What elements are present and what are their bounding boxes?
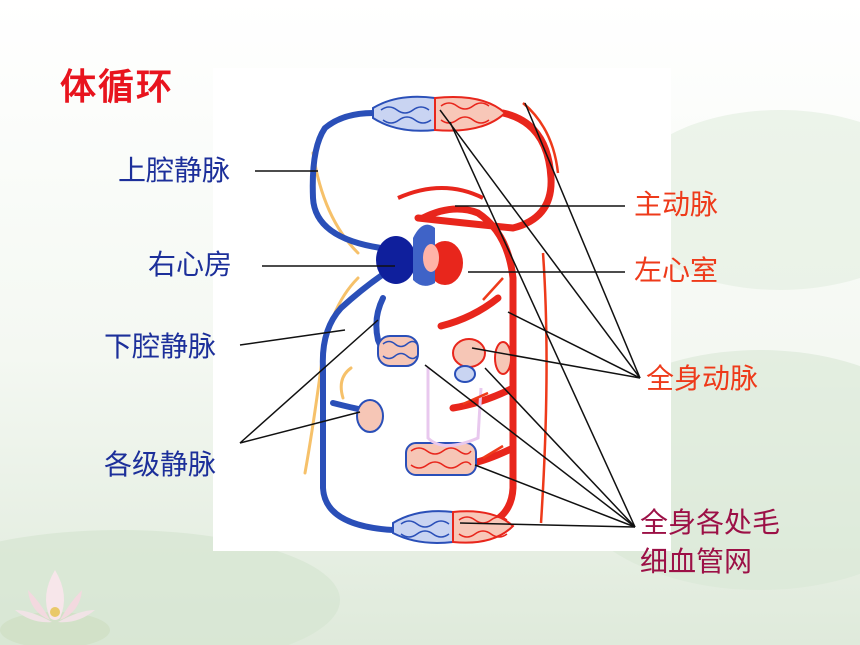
veins [309,110,396,533]
intestine-outline [426,368,483,447]
label-veins: 各级静脉 [104,448,217,481]
label-arteries: 全身动脉 [646,362,759,395]
lotus-decoration [0,570,110,645]
label-capillaries-line1: 全身各处毛 [640,506,781,539]
label-right-atrium: 右心房 [148,248,233,281]
circulation-illustration [303,95,560,544]
label-superior-vena-cava: 上腔静脉 [118,154,231,187]
heart [376,224,463,286]
label-left-ventricle: 左心室 [634,254,719,287]
label-aorta: 主动脉 [634,188,719,221]
capillary-bed-lower [392,510,515,544]
slide-title: 体循环 [60,67,175,108]
artery-flow-arrows [462,102,560,524]
label-inferior-vena-cava: 下腔静脉 [104,330,217,363]
capillary-bed-upper [372,95,507,132]
organ-capillaries [356,335,512,476]
circulation-diagram [213,68,671,551]
aorta-arch [397,186,484,200]
label-capillaries-line2: 细血管网 [640,545,753,578]
